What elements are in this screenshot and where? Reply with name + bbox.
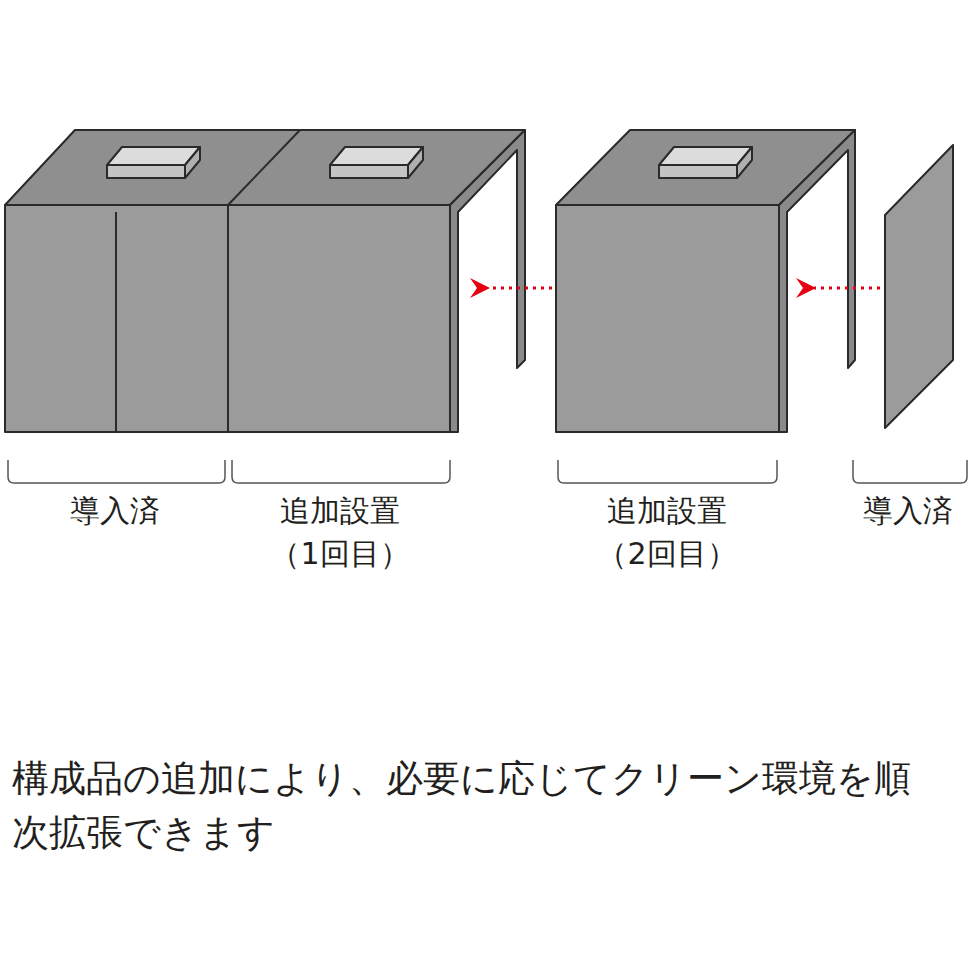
booth-seam [228, 130, 300, 205]
part-label: 導入済 [863, 493, 953, 529]
end-panel [885, 145, 953, 428]
part-label: （1回目） [270, 536, 409, 572]
booth-frame [450, 130, 525, 432]
move-arrow [488, 287, 552, 290]
ffu-unit [408, 147, 423, 178]
booth-front [556, 205, 779, 432]
booth-top [556, 130, 855, 205]
ffu-unit [185, 147, 200, 178]
booth-frame [779, 130, 855, 432]
part-label: 追加設置 [607, 493, 727, 529]
ffu-unit [107, 165, 185, 178]
bracket [8, 460, 225, 483]
booth-seam [227, 205, 229, 432]
caption: 構成品の追加により、必要に応じてクリーン環境を順次拡張できます [12, 752, 912, 859]
part-label: 導入済 [70, 493, 160, 529]
ffu-unit [737, 147, 752, 178]
part-label: （2回目） [597, 536, 736, 572]
bracket [853, 460, 967, 483]
move-arrow [814, 287, 880, 290]
bracket [232, 460, 450, 483]
part-label: 追加設置 [280, 493, 400, 529]
booth-top [5, 130, 525, 205]
ffu-unit [330, 165, 408, 178]
ffu-unit [659, 165, 737, 178]
booth-seam [115, 212, 117, 432]
booth-front [5, 205, 450, 432]
bracket [558, 460, 777, 483]
